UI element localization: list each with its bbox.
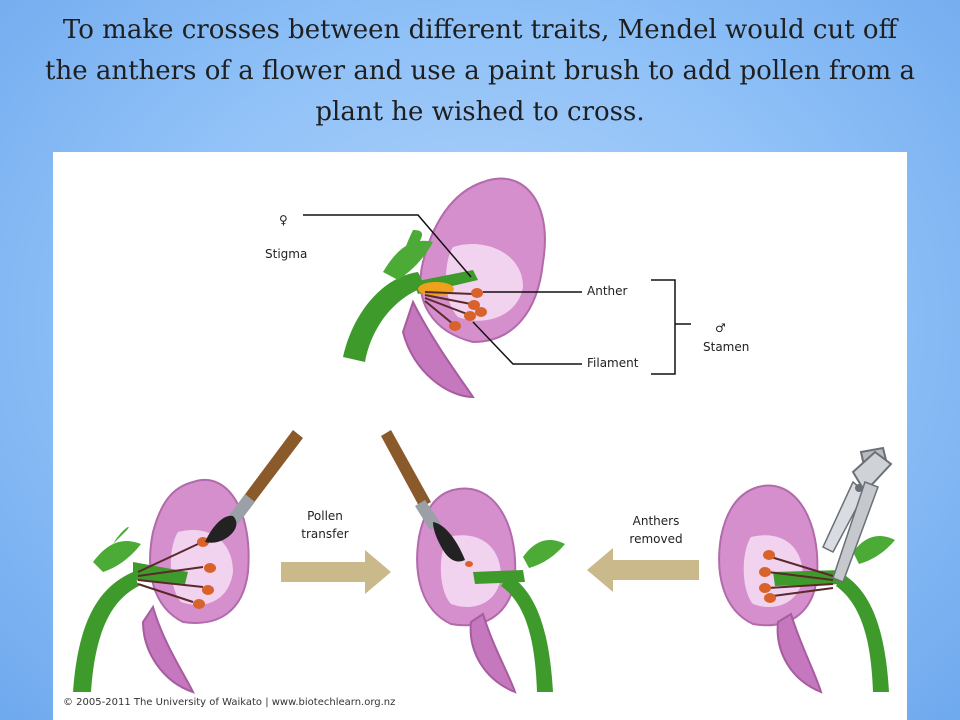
flower-cross-diagram: ♀ Stigma Anther Filament ♂ Stamen xyxy=(53,152,907,720)
male-symbol: ♂ xyxy=(715,321,726,335)
pollen-transfer-arrow xyxy=(281,550,391,594)
stigma-label: Stigma xyxy=(265,247,307,261)
anthers-removed-label-line2: removed xyxy=(629,532,682,546)
scissors-icon xyxy=(822,446,893,583)
paint-brush-left xyxy=(205,430,303,543)
anthers-removed-arrow xyxy=(587,548,699,592)
anthers-removed-label-line1: Anthers xyxy=(633,514,680,528)
diagram-canvas: ♀ Stigma Anther Filament ♂ Stamen xyxy=(73,177,895,694)
bottom-right-flower xyxy=(718,446,895,694)
copyright-notice: © 2005-2011 The University of Waikato | … xyxy=(63,697,396,708)
pollen-transfer-label-line1: Pollen xyxy=(307,509,343,523)
bottom-left-flower xyxy=(73,430,303,694)
slide-title: To make crosses between different traits… xyxy=(0,10,960,133)
title-line-1: To make crosses between different traits… xyxy=(62,15,898,45)
bottom-middle-flower xyxy=(381,430,565,694)
leader-lines xyxy=(303,214,691,375)
pollen-transfer-label-line2: transfer xyxy=(301,527,348,541)
title-line-2: the anthers of a flower and use a paint … xyxy=(45,56,915,86)
filament-label: Filament xyxy=(587,356,639,370)
paint-brush-middle xyxy=(381,430,465,562)
stamen-label: Stamen xyxy=(703,340,749,354)
female-symbol: ♀ xyxy=(279,213,288,227)
title-line-3: plant he wished to cross. xyxy=(315,97,645,127)
anther-label: Anther xyxy=(587,284,628,298)
top-flower xyxy=(343,177,546,399)
